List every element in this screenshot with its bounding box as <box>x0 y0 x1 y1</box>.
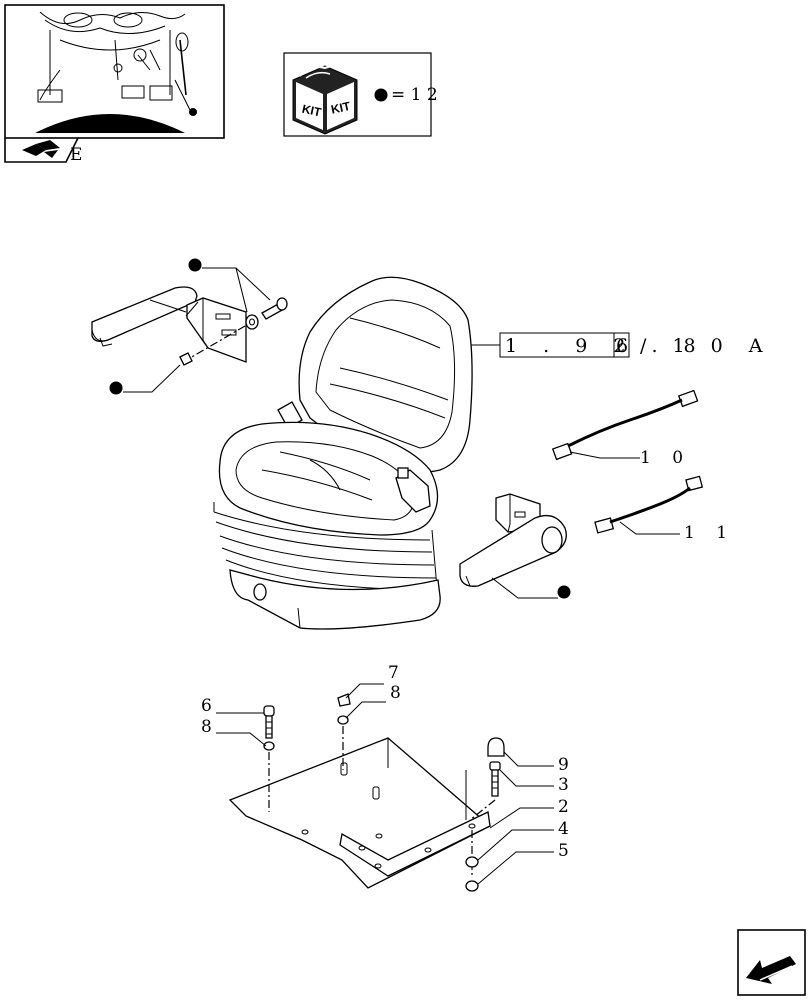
callout-8-top: 8 <box>390 683 401 703</box>
left-armrest <box>91 286 247 363</box>
callout-5: 5 <box>558 841 569 861</box>
armrest-bolt <box>179 297 288 366</box>
callout-7: 7 <box>388 663 399 683</box>
callout-9: 9 <box>558 755 569 775</box>
section-nav-tab[interactable] <box>4 137 79 163</box>
callout-3: 3 <box>558 775 569 795</box>
plate-fasteners <box>263 693 505 892</box>
callout-8-left: 8 <box>201 717 212 737</box>
section-nav-icon <box>22 140 60 158</box>
callout-11: 1 1 <box>684 523 735 543</box>
callout-10: 1 0 <box>640 448 691 468</box>
svg-text:KIT: KIT <box>301 102 323 120</box>
reference-part-1: 1 . 9 2 . 8 <box>505 335 706 357</box>
reference-part-2: 6 <box>616 335 638 357</box>
next-page-button[interactable] <box>737 929 806 996</box>
callout-6: 6 <box>201 696 212 716</box>
next-page-arrow-icon <box>746 956 796 984</box>
callout-4: 4 <box>558 819 569 839</box>
callout-2: 2 <box>558 797 569 817</box>
tractor-cab-thumbnail <box>4 4 225 139</box>
reference-link[interactable]: 1 . 9 2 . 8 6 / 1 0 A <box>499 332 772 358</box>
section-letter: E <box>70 145 82 165</box>
kit-label: = 1 2 <box>391 85 438 105</box>
right-armrest <box>459 493 567 587</box>
mounting-plate <box>228 737 492 889</box>
svg-text:KIT: KIT <box>330 99 352 117</box>
reference-part-3: / 1 0 A <box>640 335 772 357</box>
wire-harness-10 <box>551 389 699 461</box>
kit-box-icon: KIT KIT <box>292 65 358 135</box>
seat <box>213 276 473 630</box>
wire-harness-11 <box>594 475 704 534</box>
kit-box: KIT KIT = 1 2 <box>283 52 438 137</box>
